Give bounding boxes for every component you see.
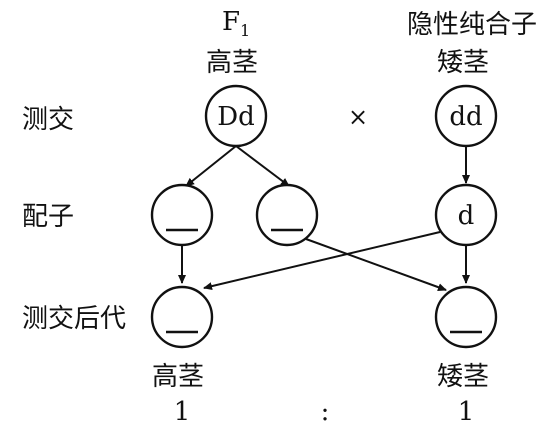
- ratio-left: 1: [174, 397, 191, 427]
- offspring-right-phenotype: 矮茎: [437, 362, 489, 392]
- offspring-node-2: [434, 285, 498, 349]
- right-parent-phenotype: 矮茎: [437, 48, 489, 78]
- arrow-parent-to-gamete-2: [235, 145, 290, 187]
- row-label-offspring: 测交后代: [22, 304, 126, 334]
- gamete-3-allele: d: [458, 201, 475, 231]
- right-parent-node: dd: [434, 84, 498, 148]
- ratio-right: 1: [458, 397, 475, 427]
- left-parent-genotype: Dd: [217, 102, 255, 132]
- gamete-node-2: [255, 183, 319, 247]
- offspring-left-phenotype: 高茎: [152, 362, 204, 392]
- arrow-gamete3-to-offspring1: [203, 231, 441, 291]
- row-label-testcross: 测交: [22, 105, 74, 135]
- left-parent-phenotype: 高茎: [206, 48, 258, 78]
- cross-symbol: ×: [348, 103, 368, 131]
- arrow-gamete2-to-offspring2: [305, 238, 447, 292]
- ratio-separator: :: [321, 397, 330, 427]
- recessive-homozygote-label: 隐性纯合子: [407, 10, 537, 40]
- arrow-parent-to-gamete-1: [185, 145, 237, 187]
- gamete-node-1: [150, 183, 214, 247]
- left-parent-node: Dd: [204, 84, 268, 148]
- offspring-node-1: [150, 285, 214, 349]
- right-parent-genotype: dd: [449, 102, 482, 132]
- gamete-node-3: d: [434, 183, 498, 247]
- row-label-gametes: 配子: [22, 202, 74, 232]
- parent-generation-label: F1: [222, 7, 250, 40]
